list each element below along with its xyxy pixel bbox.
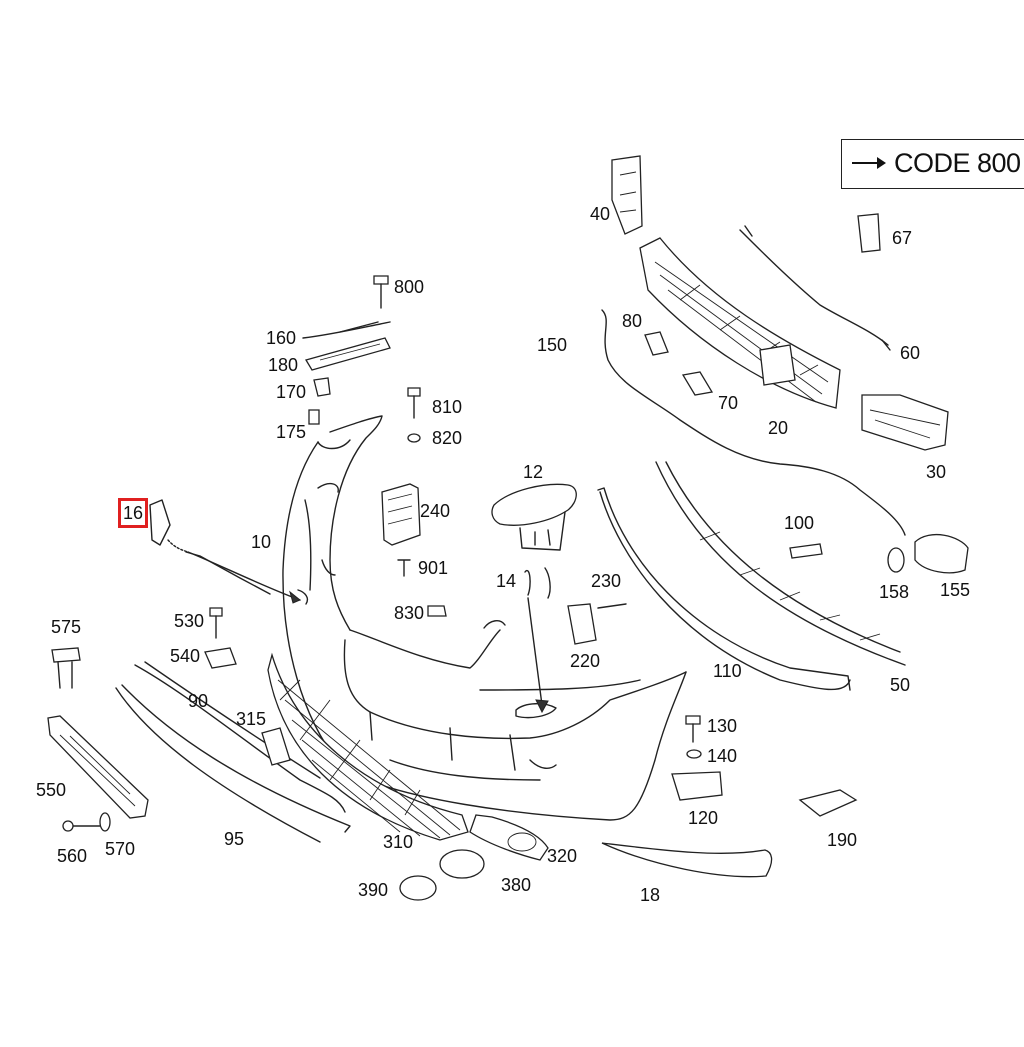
label-30[interactable]: 30 xyxy=(926,462,947,482)
highlighted-part-label[interactable]: 16 xyxy=(118,498,148,528)
label-155[interactable]: 155 xyxy=(940,580,971,600)
label-130[interactable]: 130 xyxy=(707,716,738,736)
label-120[interactable]: 120 xyxy=(688,808,719,828)
label-820[interactable]: 820 xyxy=(432,428,463,448)
label-190[interactable]: 190 xyxy=(827,830,858,850)
label-550[interactable]: 550 xyxy=(36,780,67,800)
label-20[interactable]: 20 xyxy=(768,418,789,438)
label-570[interactable]: 570 xyxy=(105,839,136,859)
label-530[interactable]: 530 xyxy=(174,611,205,631)
label-80[interactable]: 80 xyxy=(622,311,643,331)
label-240[interactable]: 240 xyxy=(420,501,451,521)
label-67[interactable]: 67 xyxy=(892,228,913,248)
label-320[interactable]: 320 xyxy=(547,846,578,866)
bumper-cover-part-10 xyxy=(282,415,687,821)
label-175[interactable]: 175 xyxy=(276,422,307,442)
label-12[interactable]: 12 xyxy=(523,462,544,482)
label-160[interactable]: 160 xyxy=(266,328,297,348)
label-220[interactable]: 220 xyxy=(570,651,601,671)
label-310[interactable]: 310 xyxy=(383,832,414,852)
label-315[interactable]: 315 xyxy=(236,709,267,729)
label-540[interactable]: 540 xyxy=(170,646,201,666)
code-label: CODE 800 xyxy=(894,148,1021,178)
label-158[interactable]: 158 xyxy=(879,582,910,602)
label-230[interactable]: 230 xyxy=(591,571,622,591)
label-575[interactable]: 575 xyxy=(51,617,82,637)
label-180[interactable]: 180 xyxy=(268,355,299,375)
label-380[interactable]: 380 xyxy=(501,875,532,895)
impact-beam-part-20 xyxy=(639,237,841,409)
grille-part-310 xyxy=(267,652,469,841)
label-100[interactable]: 100 xyxy=(784,513,815,533)
label-40[interactable]: 40 xyxy=(590,204,611,224)
label-90[interactable]: 90 xyxy=(188,691,209,711)
label-70[interactable]: 70 xyxy=(718,393,739,413)
label-800[interactable]: 800 xyxy=(394,277,425,297)
arrow-right-icon xyxy=(852,157,886,169)
label-95[interactable]: 95 xyxy=(224,829,245,849)
label-10[interactable]: 10 xyxy=(251,532,272,552)
label-60[interactable]: 60 xyxy=(900,343,921,363)
label-50[interactable]: 50 xyxy=(890,675,911,695)
label-830[interactable]: 830 xyxy=(394,603,425,623)
label-560[interactable]: 560 xyxy=(57,846,88,866)
bolt-800-icon xyxy=(373,275,389,309)
label-18[interactable]: 18 xyxy=(640,885,661,905)
label-150[interactable]: 150 xyxy=(537,335,568,355)
label-390[interactable]: 390 xyxy=(358,880,389,900)
label-901[interactable]: 901 xyxy=(418,558,449,578)
label-810[interactable]: 810 xyxy=(432,397,463,417)
label-14[interactable]: 14 xyxy=(496,571,517,591)
code-box: CODE 800 xyxy=(841,139,1024,189)
label-140[interactable]: 140 xyxy=(707,746,738,766)
label-110[interactable]: 110 xyxy=(713,661,742,681)
label-170[interactable]: 170 xyxy=(276,382,307,402)
